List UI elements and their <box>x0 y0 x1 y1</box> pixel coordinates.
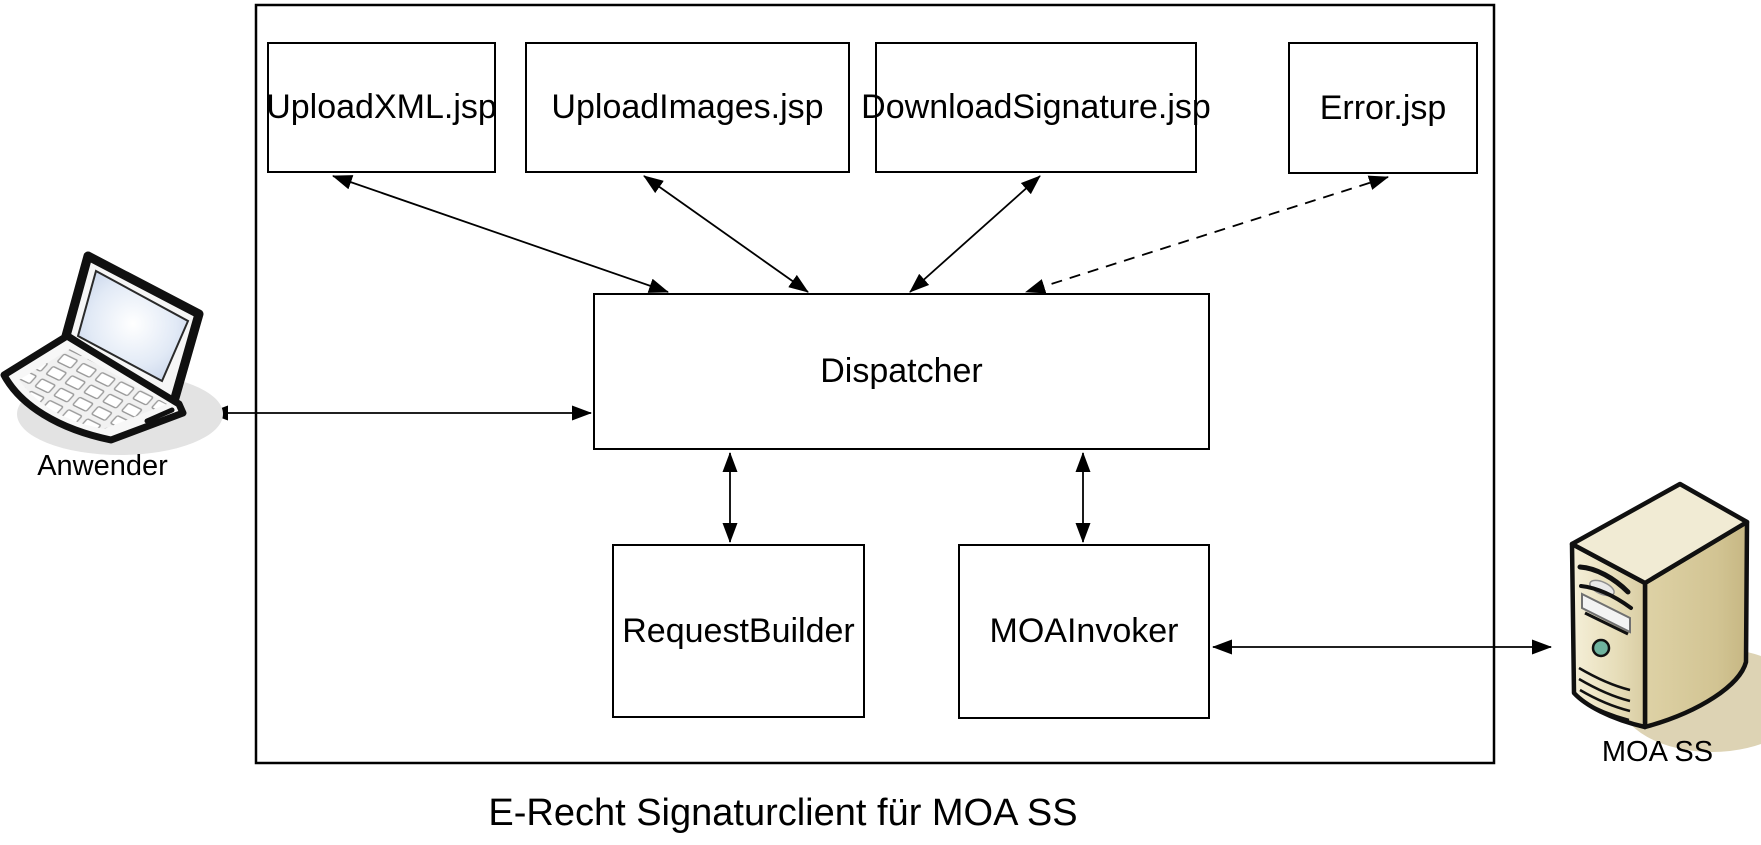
node-dispatcher: Dispatcher <box>593 293 1210 450</box>
node-uploadxml-label: UploadXML.jsp <box>266 88 497 126</box>
edges <box>208 175 1552 655</box>
node-error-jsp: Error.jsp <box>1288 42 1478 174</box>
moa-ss-label: MOA SS <box>1601 736 1714 768</box>
edge-uploadimages-dispatcher <box>643 175 809 293</box>
node-downloadsignature-label: DownloadSignature.jsp <box>861 88 1211 126</box>
node-error-label: Error.jsp <box>1319 88 1447 127</box>
anwender-label: Anwender <box>37 450 168 482</box>
node-moainvoker: MOAInvoker <box>958 544 1210 719</box>
server-icon <box>1569 481 1761 752</box>
system-boundary-box <box>254 3 1496 765</box>
node-requestbuilder: RequestBuilder <box>612 544 865 718</box>
diagram-caption: E-Recht Signaturclient für MOA SS <box>488 792 1078 834</box>
edge-uploadxml-dispatcher <box>332 175 669 293</box>
node-requestbuilder-label: RequestBuilder <box>622 611 855 650</box>
node-uploadimages-jsp: UploadImages.jsp <box>525 42 850 173</box>
node-uploadxml-jsp: UploadXML.jsp <box>266 42 497 173</box>
node-dispatcher-label: Dispatcher <box>820 352 983 390</box>
edge-error-dispatcher-dashed <box>1025 175 1389 294</box>
edge-downloadsignature-dispatcher <box>909 175 1041 293</box>
laptop-icon <box>0 251 223 455</box>
power-button <box>1591 638 1611 658</box>
node-moainvoker-label: MOAInvoker <box>989 612 1179 650</box>
node-downloadsignature-jsp: DownloadSignature.jsp <box>861 42 1211 173</box>
node-uploadimages-label: UploadImages.jsp <box>551 88 824 126</box>
